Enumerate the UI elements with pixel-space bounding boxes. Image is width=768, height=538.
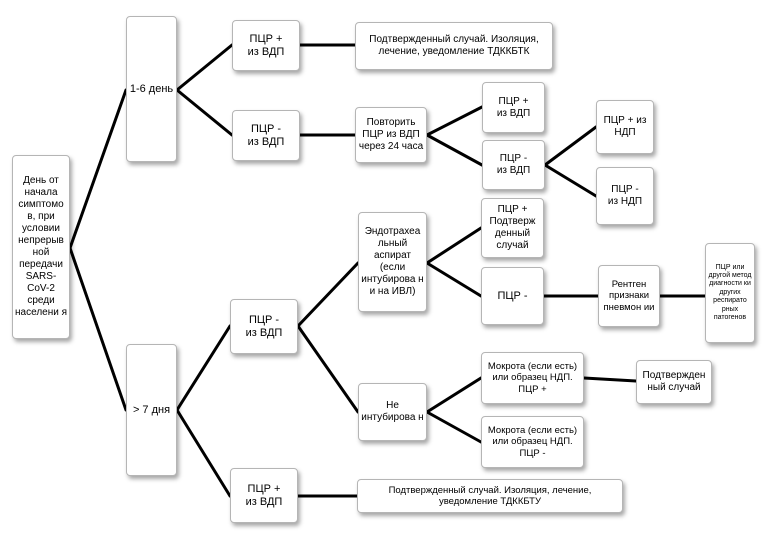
edge-day7-pcrpos: [175, 408, 232, 498]
not-intubated-node: Не интубирова н: [358, 383, 427, 441]
pcr-pos-confirmed-node: ПЦР + Подтверж денный случай: [481, 198, 544, 258]
confirmed-sputum-label: Подтвержден ный случай: [642, 370, 706, 393]
xray-node: Рентген признаки пневмон ии: [598, 265, 660, 327]
edge-notint-sputumneg: [425, 410, 483, 444]
day-gt7-node: > 7 дня: [126, 344, 177, 476]
edge-root-day1: [68, 88, 128, 250]
other-methods-node: ПЦР или другой метод диагности ки других…: [705, 243, 755, 343]
confirmed-bottom-label: Подтвержденный случай. Изоляция, лечение…: [388, 484, 592, 508]
edge-pcrneg-notint: [296, 324, 360, 414]
edge-pcrneg-ndppos: [543, 125, 598, 167]
edge-repeat-pcrpos: [425, 105, 484, 137]
pcr-pos-vdp-repeat-label: ПЦР + из ВДП: [496, 95, 531, 119]
endotracheal-label: Эндотрахеа льный аспират (если интубиров…: [361, 226, 424, 297]
pcr-pos-confirmed-label: ПЦР + Подтверж денный случай: [489, 204, 536, 251]
day-1-6-node: 1-6 день: [126, 16, 177, 162]
pcr-pos-vdp-top-label: ПЦР + из ВДП: [247, 32, 285, 58]
pcr-neg-vdp-mid-node: ПЦР - из ВДП: [230, 299, 298, 354]
pcr-neg-vdp-top-label: ПЦР - из ВДП: [247, 122, 285, 148]
not-intubated-label: Не интубирова н: [361, 400, 424, 423]
edge-pcrneg-ndpneg: [543, 163, 598, 198]
edge-endo-confirmed: [425, 226, 483, 265]
other-methods-label: ПЦР или другой метод диагности ки других…: [708, 263, 752, 322]
edge-day1-pcrpos: [175, 43, 234, 92]
confirmed-sputum-node: Подтвержден ный случай: [636, 360, 712, 404]
repeat-pcr-node: Повторить ПЦР из ВДП через 24 часа: [355, 107, 427, 163]
pcr-pos-vdp-repeat-node: ПЦР + из ВДП: [482, 82, 545, 133]
edge-sputumpos-confirmed: [582, 376, 638, 383]
pcr-neg-ndp-label: ПЦР - из НДП: [607, 184, 643, 207]
sputum-pos-label: Мокрота (если есть) или образец НДП. ПЦР…: [487, 360, 578, 395]
edge-endo-pcrneg: [425, 261, 483, 298]
edge-pcrneg-endo: [296, 261, 360, 328]
day-1-6-label: 1-6 день: [129, 82, 174, 95]
confirmed-top-label: Подтвержденный случай. Изоляция, лечение…: [369, 34, 539, 57]
xray-label: Рентген признаки пневмон ии: [603, 278, 655, 313]
pcr-neg-endo-label: ПЦР -: [497, 289, 528, 302]
edge-repeat-pcrneg: [425, 133, 484, 167]
pcr-pos-ndp-label: ПЦР + из НДП: [603, 115, 647, 138]
pcr-pos-vdp-bottom-node: ПЦР + из ВДП: [230, 468, 298, 523]
edge-root-day7: [68, 246, 128, 412]
edge-notint-sputumpos: [425, 376, 483, 414]
edge-day7-pcrneg: [175, 324, 232, 412]
pcr-neg-vdp-repeat-node: ПЦР - из ВДП: [482, 140, 545, 190]
pcr-pos-vdp-top-node: ПЦР + из ВДП: [232, 20, 300, 71]
pcr-neg-vdp-repeat-label: ПЦР - из ВДП: [496, 153, 531, 176]
pcr-pos-vdp-bottom-label: ПЦР + из ВДП: [245, 482, 283, 508]
endotracheal-node: Эндотрахеа льный аспират (если интубиров…: [358, 212, 427, 312]
sputum-neg-node: Мокрота (если есть) или образец НДП. ПЦР…: [481, 416, 584, 468]
pcr-neg-vdp-top-node: ПЦР - из ВДП: [232, 110, 300, 161]
day-gt7-label: > 7 дня: [132, 403, 171, 416]
root-node-label: День от начала симптомо в, при условии н…: [15, 175, 68, 318]
sputum-pos-node: Мокрота (если есть) или образец НДП. ПЦР…: [481, 352, 584, 404]
pcr-neg-endo-node: ПЦР -: [481, 267, 544, 325]
repeat-pcr-label: Повторить ПЦР из ВДП через 24 часа: [358, 117, 424, 152]
pcr-neg-vdp-mid-label: ПЦР - из ВДП: [245, 313, 283, 339]
confirmed-top-node: Подтвержденный случай. Изоляция, лечение…: [355, 22, 553, 70]
sputum-neg-label: Мокрота (если есть) или образец НДП. ПЦР…: [487, 424, 578, 459]
root-node: День от начала симптомо в, при условии н…: [12, 155, 70, 339]
edge-day1-pcrneg: [175, 88, 234, 137]
pcr-pos-ndp-node: ПЦР + из НДП: [596, 100, 654, 154]
pcr-neg-ndp-node: ПЦР - из НДП: [596, 167, 654, 225]
confirmed-bottom-node: Подтвержденный случай. Изоляция, лечение…: [357, 479, 623, 513]
